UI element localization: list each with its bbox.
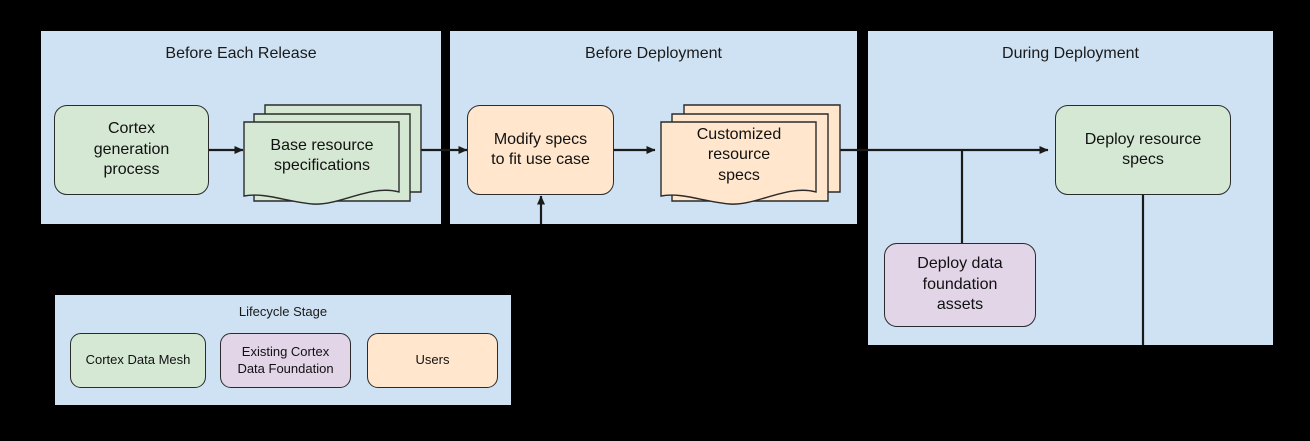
lane-title-before-deployment: Before Deployment <box>585 45 722 62</box>
lane-title-during-deployment: During Deployment <box>1002 45 1139 62</box>
legend: Lifecycle Stage Cortex Data Mesh Existin… <box>55 295 511 405</box>
node-customized-resource-specs[interactable]: Customized resource specs <box>655 88 845 208</box>
legend-item-users[interactable]: Users <box>367 333 498 388</box>
node-base-resource-specifications[interactable]: Base resource specifications <box>243 88 433 208</box>
node-label: Modify specs to fit use case <box>491 130 590 168</box>
node-modify-specs[interactable]: Modify specs to fit use case <box>467 105 614 195</box>
legend-item-existing-cortex-data-foundation[interactable]: Existing Cortex Data Foundation <box>220 333 351 388</box>
node-cortex-generation-process[interactable]: Cortex generation process <box>54 105 209 195</box>
legend-title: Lifecycle Stage <box>238 304 328 319</box>
node-label: Deploy data foundation assets <box>917 255 1003 314</box>
legend-item-label: Users <box>415 352 450 368</box>
legend-item-label: Cortex Data Mesh <box>85 352 191 368</box>
legend-item-label: Existing Cortex Data Foundation <box>237 343 334 376</box>
node-deploy-resource-specs[interactable]: Deploy resource specs <box>1055 105 1231 195</box>
lane-title-before-each-release: Before Each Release <box>165 45 317 62</box>
node-label: Cortex generation process <box>93 120 170 179</box>
legend-item-cortex-data-mesh[interactable]: Cortex Data Mesh <box>70 333 206 388</box>
node-deploy-data-foundation-assets[interactable]: Deploy data foundation assets <box>884 243 1036 327</box>
node-label: Deploy resource specs <box>1084 130 1202 168</box>
